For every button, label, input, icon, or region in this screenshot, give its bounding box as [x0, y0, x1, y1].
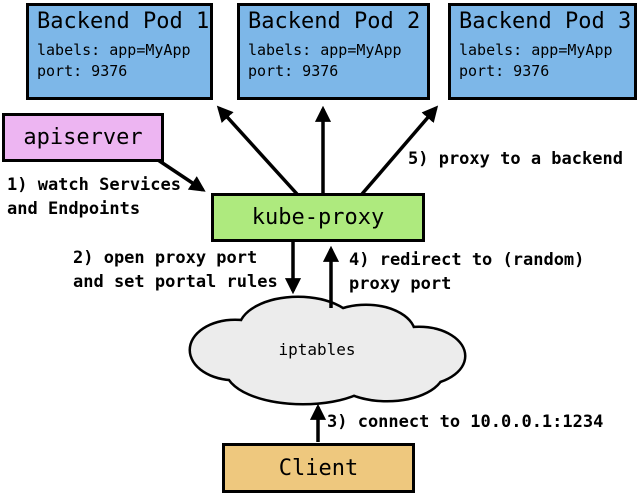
annotation-step5: 5) proxy to a backend — [408, 149, 623, 169]
backend-pod-1-title: Backend Pod 1 — [37, 9, 210, 34]
annotation-step2: 2) open proxy port and set portal rules — [73, 248, 278, 292]
annotation-step4: 4) redirect to (random) proxy port — [349, 250, 585, 294]
backend-pod-2-port: port: 9376 — [248, 62, 339, 80]
annotation-step1: 1) watch Services and Endpoints — [7, 175, 181, 219]
backend-pod-1-box: Backend Pod 1 labels: app=MyApp port: 93… — [26, 3, 213, 100]
backend-pod-1-port: port: 9376 — [37, 62, 128, 80]
kube-proxy-box: kube-proxy — [211, 193, 425, 242]
backend-pod-3-labels: labels: app=MyApp — [459, 41, 613, 59]
backend-pod-3-box: Backend Pod 3 labels: app=MyApp port: 93… — [448, 3, 637, 100]
kube-proxy-label: kube-proxy — [251, 205, 385, 230]
apiserver-box: apiserver — [2, 113, 164, 162]
arrow-kube-proxy-to-pod1 — [216, 105, 299, 196]
apiserver-label: apiserver — [23, 125, 143, 150]
backend-pod-2-title: Backend Pod 2 — [248, 9, 421, 34]
backend-pod-2-box: Backend Pod 2 labels: app=MyApp port: 93… — [237, 3, 430, 100]
iptables-cloud-shape — [188, 295, 467, 406]
iptables-label: iptables — [278, 340, 356, 359]
client-label: Client — [278, 455, 359, 481]
backend-pod-2-labels: labels: app=MyApp — [248, 41, 402, 59]
client-box: Client — [222, 443, 415, 493]
arrow-kube-proxy-to-pod3 — [360, 105, 439, 196]
arrow-apiserver-to-kube-proxy — [157, 158, 206, 192]
backend-pod-3-port: port: 9376 — [459, 62, 550, 80]
backend-pod-3-title: Backend Pod 3 — [459, 9, 632, 34]
backend-pod-1-labels: labels: app=MyApp — [37, 41, 191, 59]
annotation-step3: 3) connect to 10.0.0.1:1234 — [327, 412, 604, 432]
